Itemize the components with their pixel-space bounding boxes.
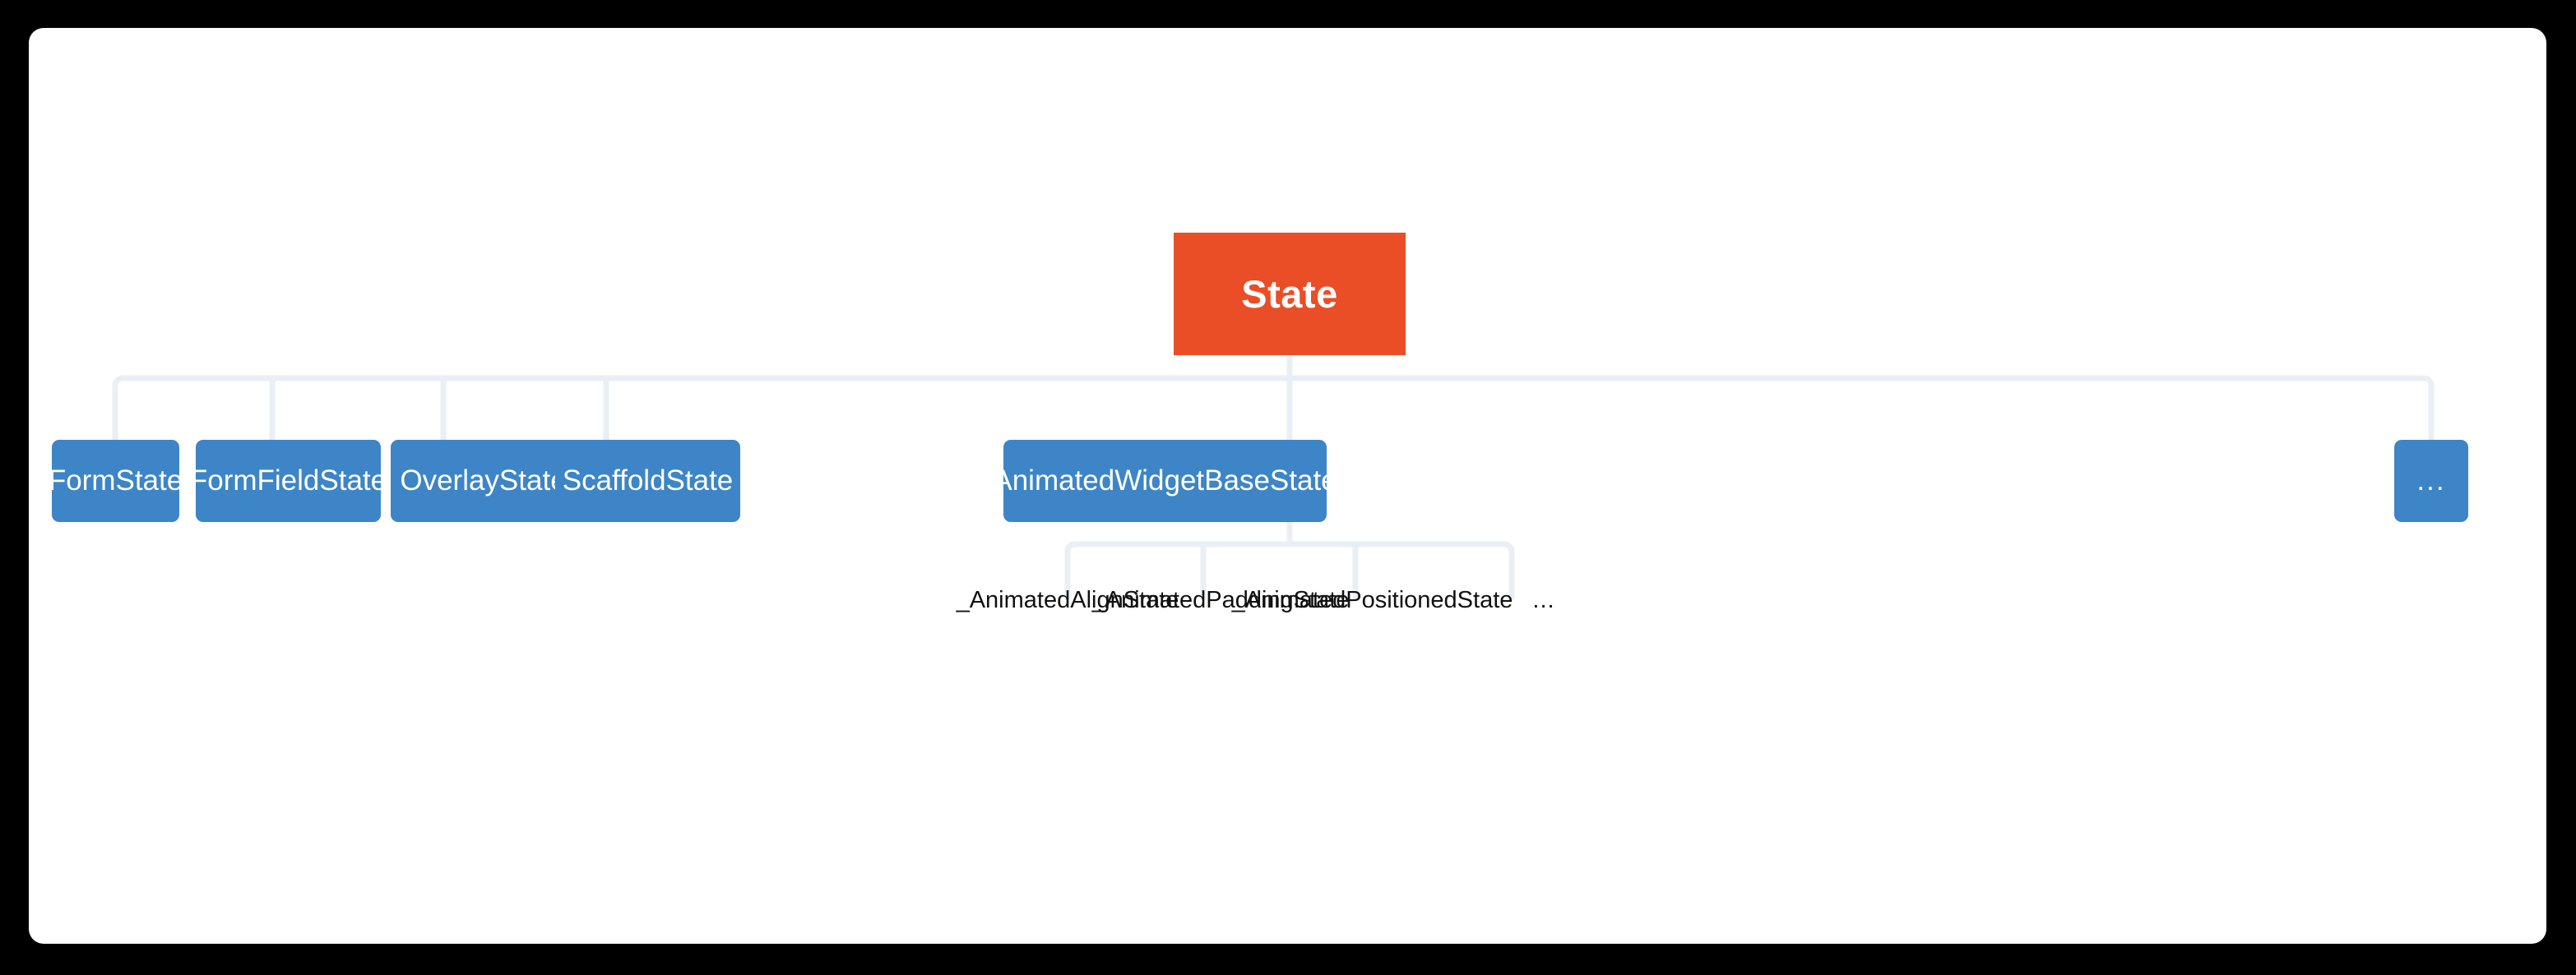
node-state-label: State [1241, 272, 1338, 316]
node-formfieldstate[interactable]: FormFieldState [190, 440, 387, 522]
node-animatedpositionedstate-label: _AnimatedPositionedState [1231, 586, 1513, 613]
node-animatedpaddingstate-label: _AnimatedPaddingState [1091, 586, 1350, 613]
node-more-level2[interactable]: ... [1526, 584, 1562, 617]
node-scaffoldstate[interactable]: ScaffoldState [555, 440, 740, 522]
node-animatedwidgetbasestate-label: AnimatedWidgetBaseState [993, 464, 1337, 497]
node-formstate[interactable]: FormState [49, 440, 183, 522]
node-more-level1[interactable]: ... [2394, 440, 2468, 522]
class-hierarchy-diagram: State FormState FormFieldState OverlaySt… [29, 28, 2546, 944]
node-scaffoldstate-label: ScaffoldState [562, 464, 734, 497]
node-animatedpositionedstate[interactable]: _AnimatedPositionedState [1225, 584, 1519, 617]
node-overlaystate[interactable]: OverlayState [391, 440, 576, 522]
node-animatedwidgetbasestate[interactable]: AnimatedWidgetBaseState [993, 440, 1337, 522]
node-animatedalignstate-label: _AnimatedAlignState [956, 586, 1179, 613]
node-more-level2-label: ... [1532, 586, 1555, 613]
node-state[interactable]: State [1174, 233, 1406, 355]
diagram-card: State FormState FormFieldState OverlaySt… [29, 28, 2546, 944]
connector-level1-bus [112, 375, 2435, 443]
node-overlaystate-label: OverlayState [400, 464, 567, 497]
node-formstate-label: FormState [48, 464, 183, 497]
node-animatedpaddingstate[interactable]: _AnimatedPaddingState [1088, 584, 1353, 617]
node-formfieldstate-label: FormFieldState [189, 464, 387, 497]
node-animatedalignstate[interactable]: _AnimatedAlignState [950, 584, 1185, 617]
node-more-level1-label: ... [2416, 464, 2446, 497]
